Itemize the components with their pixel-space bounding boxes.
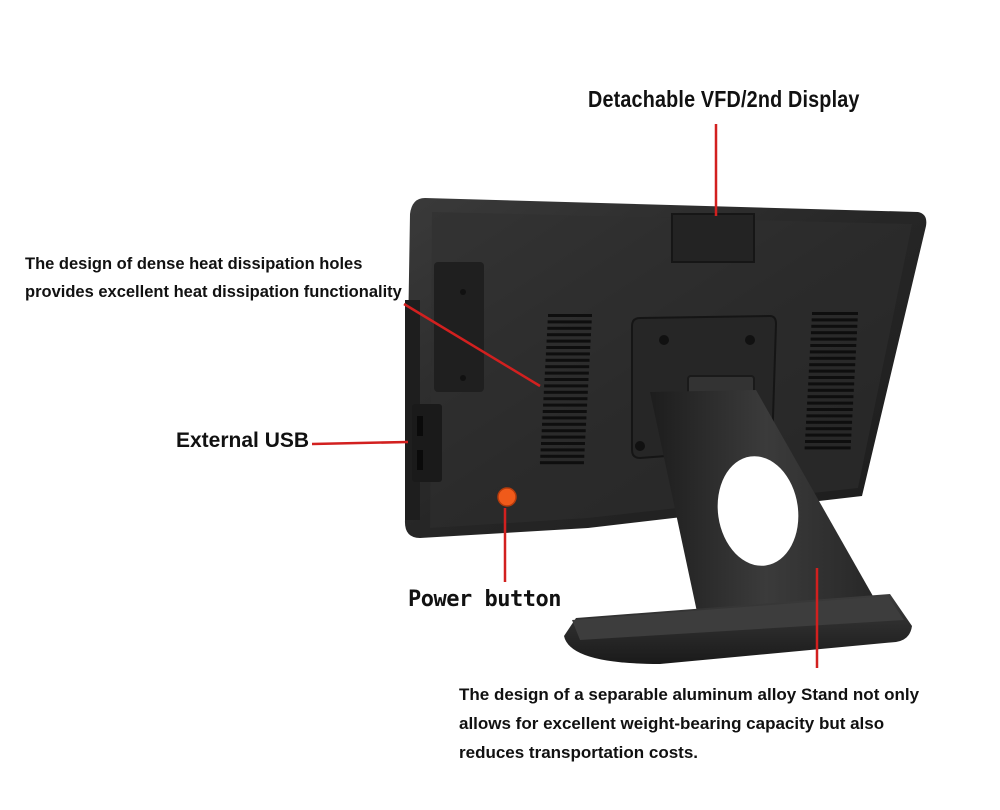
vent-slot	[545, 352, 590, 356]
label-heat-dissipation: The design of dense heat dissipation hol…	[25, 250, 402, 306]
label-stand-line-1: The design of a separable aluminum alloy…	[459, 685, 920, 704]
vent-slot	[806, 408, 853, 411]
vent-slot	[544, 371, 589, 375]
label-heat-line-2: provides excellent heat dissipation func…	[25, 283, 402, 301]
callout-lines	[311, 124, 819, 668]
vent-slot	[809, 363, 856, 367]
vent-slot	[807, 388, 854, 392]
label-stand-line-2: allows for excellent weight-bearing capa…	[459, 714, 885, 733]
power-button-circle	[497, 487, 517, 507]
vent-slot	[540, 448, 585, 452]
vent-slot	[546, 346, 591, 349]
vent-slot	[547, 320, 592, 324]
aluminum-stand	[650, 390, 882, 626]
vent-slot	[546, 339, 591, 343]
callout-line-usb	[311, 440, 409, 446]
vent-slot	[810, 344, 857, 347]
vent-slot	[542, 416, 587, 420]
usb-port-module	[412, 404, 442, 482]
vent-slot	[805, 433, 852, 437]
vent-slot	[806, 420, 853, 424]
vent-slot	[546, 333, 591, 337]
vent-slot	[811, 318, 858, 322]
vent-slot	[808, 376, 855, 379]
vent-slot	[809, 350, 856, 354]
vent-slot	[806, 414, 853, 418]
vent-slot	[811, 324, 858, 328]
vfd-display-module	[671, 213, 755, 263]
vent-slot	[808, 369, 855, 373]
label-vfd-display: Detachable VFD/2nd Display	[588, 86, 860, 112]
vent-slot	[541, 435, 586, 439]
vent-slot	[805, 427, 852, 431]
vent-slot	[807, 395, 854, 399]
vent-slot	[541, 429, 586, 433]
vent-slot	[544, 384, 589, 388]
label-power-button: Power button	[408, 587, 561, 612]
label-stand-line-3: reduces transportation costs.	[459, 743, 699, 762]
vent-slot	[804, 446, 851, 450]
vent-slot	[547, 326, 592, 330]
callout-line-heat	[403, 302, 541, 388]
label-stand-description: The design of a separable aluminum alloy…	[459, 680, 919, 767]
label-external-usb: External USB	[176, 429, 310, 452]
vent-slot	[543, 390, 588, 394]
vent-slot	[807, 401, 854, 405]
vent-slot	[812, 312, 858, 315]
vent-slot	[545, 365, 590, 369]
vent-slot	[540, 454, 585, 458]
vent-slot	[810, 337, 857, 341]
vent-slot	[543, 403, 588, 407]
heat-dissipation-vents-left	[539, 314, 592, 465]
vent-slot	[543, 397, 588, 401]
vent-slot	[542, 422, 587, 426]
vent-slot	[808, 382, 855, 386]
vent-slot	[539, 461, 584, 465]
heat-dissipation-vents-right	[804, 312, 858, 450]
label-heat-line-1: The design of dense heat dissipation hol…	[25, 255, 363, 273]
stand-base	[564, 594, 912, 664]
vent-slot	[544, 378, 589, 381]
vent-slot	[541, 442, 585, 445]
vent-slot	[545, 358, 590, 362]
vent-slot	[542, 410, 587, 413]
vent-slot	[809, 356, 856, 360]
vent-slot	[810, 331, 857, 335]
vent-slot	[805, 440, 851, 443]
vent-slot	[548, 314, 592, 317]
